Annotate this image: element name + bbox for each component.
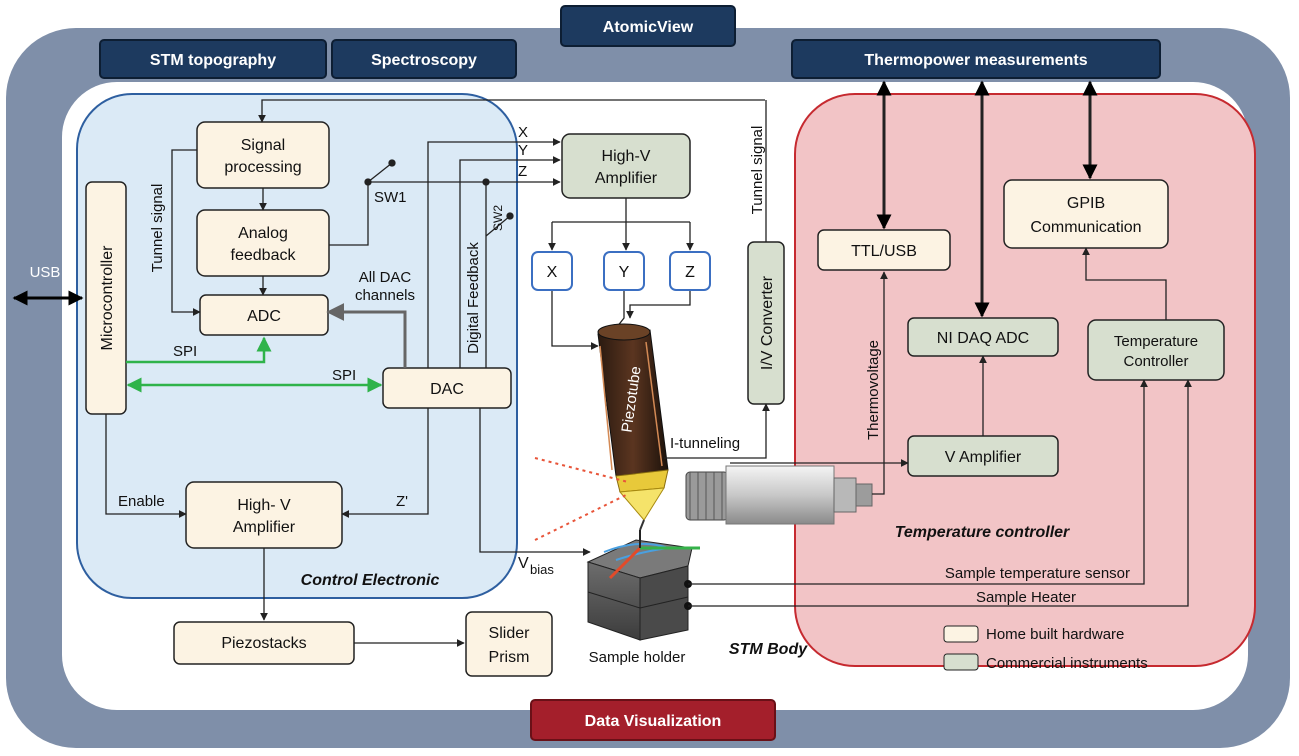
iv-wiring [664, 100, 770, 459]
high-v-amplifier-control-box: High- V Amplifier [185, 481, 343, 549]
analog-feedback-line1: Analog [238, 225, 288, 242]
spectroscopy-label: Spectroscopy [371, 52, 477, 69]
stm-topography-button[interactable]: STM topography [99, 39, 327, 79]
data-visualization-button[interactable]: Data Visualization [530, 699, 776, 741]
control-electronic-panel [76, 93, 518, 599]
gpib-communication-box: GPIB Communication [1003, 179, 1169, 249]
enable-label: Enable [118, 493, 165, 510]
high-v-amp-top-line2: Amplifier [595, 170, 658, 187]
high-v-amplifier-top-box: High-V Amplifier [561, 133, 691, 199]
v-bias-subscript: bias [530, 562, 554, 577]
tunnel-signal-left-label: Tunnel signal [149, 184, 166, 273]
stm-body-label: STM Body [729, 641, 808, 658]
adc-label: ADC [247, 308, 281, 325]
digital-feedback-label: Digital Feedback [465, 242, 482, 354]
sample-heater-label: Sample Heater [976, 589, 1076, 606]
ni-daq-label: NI DAQ ADC [937, 330, 1029, 347]
analog-feedback-line2: feedback [231, 247, 297, 264]
spi-label-2: SPI [332, 367, 356, 384]
control-electronic-title: Control Electronic [301, 572, 440, 589]
y-box-label: Y [619, 264, 630, 281]
y-line-label: Y [518, 142, 528, 159]
gpib-line2: Communication [1030, 219, 1141, 236]
legend-commercial-swatch [943, 653, 979, 671]
iv-converter-label: I/V Converter [759, 275, 776, 370]
microcontroller-box: Microcontroller [85, 181, 127, 415]
slider-prism-line1: Slider [489, 625, 531, 642]
thermovoltage-label: Thermovoltage [865, 340, 882, 440]
sample-temp-sensor-label: Sample temperature sensor [945, 565, 1130, 582]
slider-prism-line2: Prism [489, 649, 530, 666]
temp-controller-line2: Controller [1123, 353, 1188, 370]
z-electrode-box: Z [669, 251, 711, 291]
all-dac-line1: All DAC [359, 269, 412, 286]
thermopower-label: Thermopower measurements [864, 52, 1087, 69]
microcontroller-label: Microcontroller [99, 245, 116, 351]
probe-wiring [730, 271, 909, 495]
temperature-wiring [688, 80, 1192, 607]
v-amplifier-box: V Amplifier [907, 435, 1059, 477]
sample-holder-block [586, 530, 700, 641]
slider-prism-box: Slider Prism [465, 611, 553, 677]
signal-processing-line1: Signal [241, 137, 285, 154]
tunnel-signal-right-label: Tunnel signal [749, 126, 766, 215]
z-prime-label: Z' [396, 493, 408, 510]
piezotube: Piezotube [597, 323, 669, 531]
usb-label: USB [30, 264, 61, 281]
spi-arrows [126, 336, 383, 393]
iv-converter-box: I/V Converter [747, 241, 785, 405]
high-v-amp-control-line2: Amplifier [233, 519, 296, 536]
piezostacks-label: Piezostacks [221, 635, 306, 652]
temperature-sensor-probe [685, 465, 873, 525]
z-box-label: Z [685, 264, 695, 281]
signal-processing-line2: processing [224, 159, 301, 176]
thermopower-button[interactable]: Thermopower measurements [791, 39, 1161, 79]
x-box-label: X [547, 264, 558, 281]
temp-controller-line1: Temperature [1114, 333, 1198, 350]
adc-box: ADC [199, 294, 329, 336]
x-electrode-box: X [531, 251, 573, 291]
sample-holder-label: Sample holder [589, 649, 686, 666]
spi-label-1: SPI [173, 343, 197, 360]
spectroscopy-button[interactable]: Spectroscopy [331, 39, 517, 79]
z-line-label: Z [518, 163, 527, 180]
v-bias-label: V [518, 555, 529, 572]
signal-processing-box: Signal processing [196, 121, 330, 189]
ni-daq-adc-box: NI DAQ ADC [907, 317, 1059, 357]
ttl-usb-label: TTL/USB [851, 243, 917, 260]
stm-topography-label: STM topography [150, 52, 276, 69]
laser-beams [534, 457, 629, 541]
i-tunneling-label: I-tunneling [670, 435, 740, 452]
sw1-label: SW1 [374, 189, 407, 206]
high-v-amp-top-line1: High-V [602, 148, 651, 165]
analog-feedback-box: Analog feedback [196, 209, 330, 277]
temperature-controller-box: Temperature Controller [1087, 319, 1225, 381]
data-visualization-label: Data Visualization [585, 713, 722, 730]
legend-home-swatch [943, 625, 979, 643]
legend-home-label: Home built hardware [986, 626, 1124, 643]
x-line-label: X [518, 124, 528, 141]
all-dac-line2: channels [355, 287, 415, 304]
high-v-amp-control-line1: High- V [237, 497, 291, 514]
gpib-line1: GPIB [1067, 195, 1105, 212]
control-wiring [105, 99, 765, 647]
piezostacks-box: Piezostacks [173, 621, 355, 665]
v-amplifier-label: V Amplifier [945, 449, 1022, 466]
legend-commercial-label: Commercial instruments [986, 655, 1148, 672]
temperature-controller-title: Temperature controller [895, 524, 1070, 541]
dac-box: DAC [382, 367, 512, 409]
dac-label: DAC [430, 381, 464, 398]
y-electrode-box: Y [603, 251, 645, 291]
atomicview-button[interactable]: AtomicView [560, 5, 736, 47]
atomicview-label: AtomicView [603, 19, 694, 36]
ttl-usb-box: TTL/USB [817, 229, 951, 271]
legend: Home built hardware Commercial instrumen… [943, 625, 1148, 672]
sw2-label: SW2 [491, 205, 505, 231]
